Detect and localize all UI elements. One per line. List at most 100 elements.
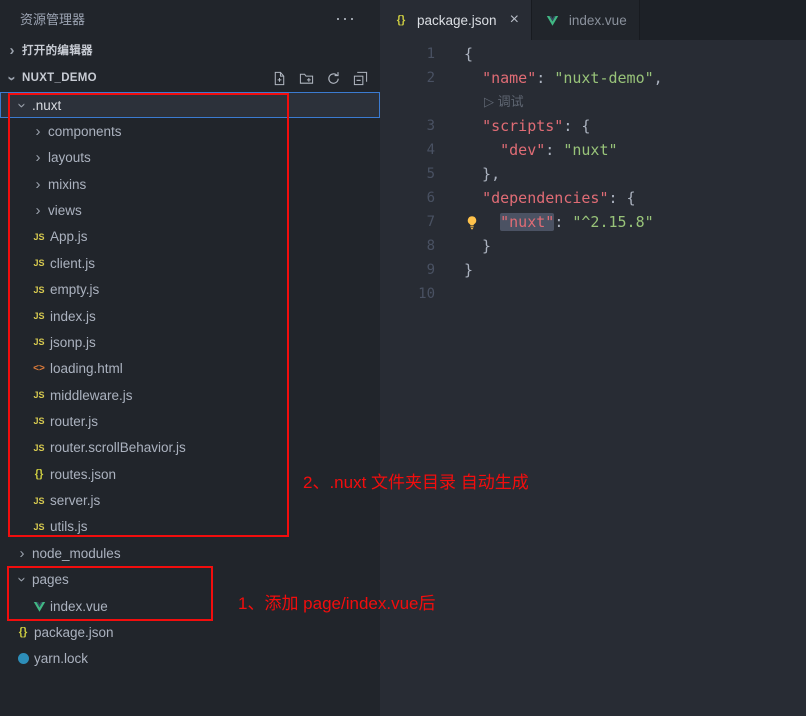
tree-item-label: router.scrollBehavior.js	[50, 440, 186, 456]
lightbulb-icon[interactable]	[464, 214, 480, 230]
tab-label: package.json	[417, 12, 497, 28]
tree-item-pages[interactable]: ›pages	[0, 566, 380, 592]
code-text: "nuxt": "^2.15.8"	[500, 213, 654, 231]
chevron-right-icon: ›	[19, 544, 25, 562]
json-icon: {}	[396, 14, 406, 26]
code-line: 5 },	[380, 162, 806, 186]
tree-item-label: mixins	[48, 176, 87, 192]
tree-item-nuxt[interactable]: ›.nuxt	[0, 92, 380, 119]
code-text: }	[464, 261, 474, 279]
chevron-right-icon: ›	[35, 123, 41, 141]
tree-item-layouts[interactable]: › layouts	[0, 145, 380, 171]
tree-item-label: index.vue	[50, 598, 108, 614]
chevron-down-icon: ›	[13, 577, 31, 583]
line-number: 6	[426, 190, 435, 206]
chevron-right-icon: ›	[9, 41, 15, 59]
js-icon: JS	[33, 495, 45, 506]
tab-bar: {} package.json × index.vue	[380, 0, 806, 40]
project-label: NUXT_DEMO	[22, 72, 97, 84]
tree-item-label: client.js	[50, 255, 96, 271]
line-number: 10	[418, 286, 435, 302]
open-editors-label: 打开的编辑器	[22, 45, 93, 57]
js-icon: JS	[33, 442, 45, 453]
close-icon[interactable]: ×	[509, 11, 519, 28]
tree-item-loading-html[interactable]: <> loading.html	[0, 356, 380, 382]
tree-item-label: node_modules	[32, 545, 121, 561]
refresh-icon[interactable]	[326, 71, 341, 86]
html-icon: <>	[33, 363, 45, 375]
code-text: {	[464, 45, 474, 63]
tree-item-label: routes.json	[50, 466, 117, 482]
tree-item-label: views	[48, 203, 82, 219]
line-number: 5	[426, 166, 435, 182]
line-number: 3	[426, 118, 435, 134]
line-number: 9	[426, 262, 435, 278]
tree-item-label: components	[48, 124, 122, 140]
code-line: 2 "name": "nuxt-demo",	[380, 66, 806, 90]
vue-icon	[30, 600, 48, 613]
tree-item-label: App.js	[50, 229, 88, 245]
tab-package-json[interactable]: {} package.json ×	[380, 0, 532, 40]
chevron-down-icon: ›	[3, 75, 21, 81]
tree-item-label: empty.js	[50, 282, 100, 298]
code-text: "scripts": {	[482, 117, 591, 135]
tree-item-mixins[interactable]: › mixins	[0, 171, 380, 197]
json-icon: {}	[34, 468, 44, 481]
code-text: "dev": "nuxt"	[500, 141, 618, 159]
tree-item-empty-js[interactable]: JS empty.js	[0, 277, 380, 303]
line-number: 8	[426, 238, 435, 254]
tree-item-views[interactable]: › views	[0, 197, 380, 223]
tree-item-label: middleware.js	[50, 387, 133, 403]
code-text: },	[464, 165, 501, 183]
line-number	[380, 90, 435, 114]
code-line: 4 "dev": "nuxt"	[380, 138, 806, 162]
collapse-all-icon[interactable]	[353, 71, 368, 86]
tree-item-node-modules[interactable]: › node_modules	[0, 540, 380, 566]
js-icon: JS	[33, 231, 45, 242]
tree-item-label: pages	[32, 572, 69, 588]
chevron-right-icon: ›	[35, 149, 41, 167]
line-number: 4	[426, 142, 435, 158]
sidebar-title: 资源管理器	[20, 11, 86, 27]
new-file-icon[interactable]	[272, 71, 287, 86]
project-section-header[interactable]: › NUXT_DEMO	[0, 64, 380, 92]
tree-item-components[interactable]: › components	[0, 118, 380, 144]
explorer-sidebar: 资源管理器 ··· › 打开的编辑器 › NUXT_DEMO ›.nuxt›co…	[0, 0, 380, 716]
js-icon: JS	[33, 311, 45, 322]
tree-item-label: index.js	[50, 308, 96, 324]
tab-index-vue[interactable]: index.vue	[531, 0, 640, 40]
chevron-right-icon: ›	[35, 202, 41, 220]
tree-item-package-json[interactable]: {}package.json	[0, 619, 380, 645]
yarn-icon	[14, 653, 32, 664]
tab-label: index.vue	[568, 12, 627, 28]
tree-item-label: layouts	[48, 150, 91, 166]
code-line: 7 "nuxt": "^2.15.8"	[380, 210, 806, 234]
code-text: ▷ 调试	[484, 94, 524, 109]
tree-item-label: yarn.lock	[34, 651, 89, 667]
more-actions-icon[interactable]: ···	[335, 7, 356, 28]
tree-item-label: loading.html	[50, 361, 123, 377]
chevron-right-icon: ›	[35, 175, 41, 193]
js-icon: JS	[33, 284, 45, 295]
tree-item-label: .nuxt	[32, 97, 62, 113]
tree-item-routes-json[interactable]: {} routes.json	[0, 461, 380, 487]
code-text: }	[464, 237, 492, 255]
tree-item-yarn-lock[interactable]: yarn.lock	[0, 646, 380, 672]
json-icon: {}	[18, 626, 28, 639]
tree-item-router-scrollbehavior-js[interactable]: JS router.scrollBehavior.js	[0, 435, 380, 461]
new-folder-icon[interactable]	[299, 71, 314, 86]
code-line: 8 }	[380, 234, 806, 258]
open-editors-section-header[interactable]: › 打开的编辑器	[0, 36, 380, 64]
tree-item-index-vue[interactable]: index.vue	[0, 593, 380, 619]
codelens-line[interactable]: ▷ 调试	[380, 90, 806, 114]
tree-item-app-js[interactable]: JS App.js	[0, 224, 380, 250]
tree-item-index-js[interactable]: JS index.js	[0, 303, 380, 329]
